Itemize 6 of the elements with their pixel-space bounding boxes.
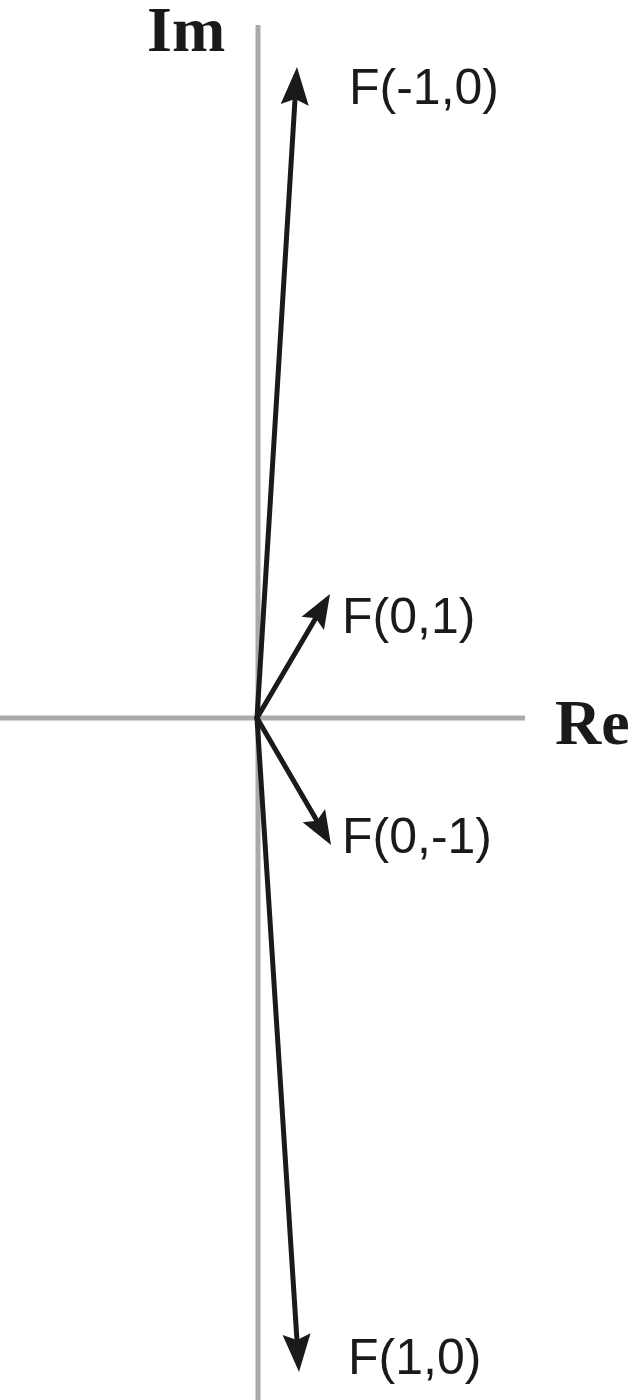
vector-label: F(0,1) xyxy=(342,591,476,641)
axis-label: Re xyxy=(555,691,630,755)
vector-label: F(0,-1) xyxy=(342,811,492,861)
vector-label: F(-1,0) xyxy=(349,62,499,112)
axis-label: Im xyxy=(147,0,226,62)
vector-label: F(1,0) xyxy=(348,1332,482,1382)
